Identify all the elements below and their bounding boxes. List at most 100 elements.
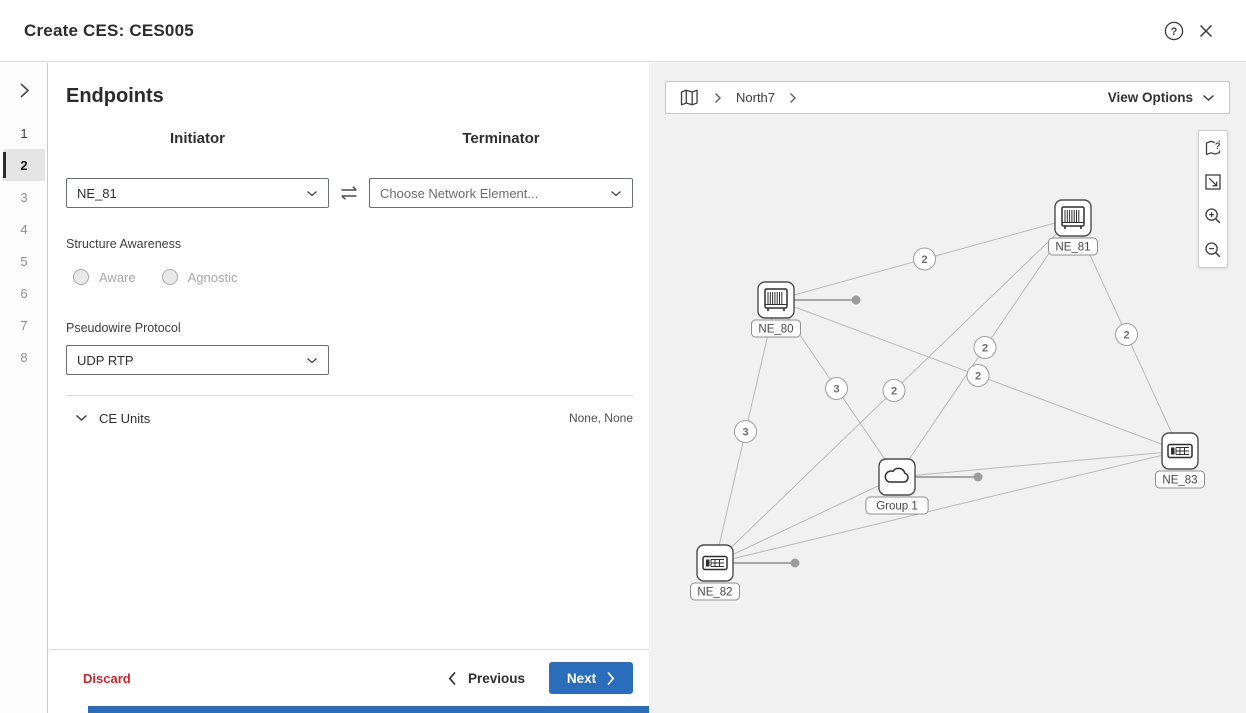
wizard-step-4[interactable]: 4: [20, 221, 28, 237]
chevron-down-icon: [307, 190, 317, 196]
initiator-label: Initiator: [170, 130, 225, 147]
edge-count-badge[interactable]: [882, 379, 906, 402]
dialog-header: Create CES: CES005 ?: [0, 0, 1246, 62]
node-label-box[interactable]: [1048, 237, 1098, 256]
zoom-out-icon: [1205, 242, 1221, 258]
section-divider: [66, 395, 633, 396]
radio-aware[interactable]: Aware: [73, 269, 136, 285]
map-root-button[interactable]: [679, 88, 700, 107]
svg-text:?: ?: [1215, 141, 1221, 152]
node-label-box[interactable]: [751, 319, 801, 338]
edge-count-badge[interactable]: [973, 336, 997, 359]
topology-node-NE_81[interactable]: NE_81: [1048, 199, 1098, 256]
page-title: Create CES: CES005: [24, 20, 194, 40]
edge-count-label: 2: [975, 371, 981, 383]
chevron-down-icon: [1202, 94, 1215, 101]
structure-awareness-label: Structure Awareness: [66, 237, 182, 251]
terminator-label: Terminator: [462, 130, 540, 147]
pseudowire-protocol-value: UDP RTP: [77, 352, 134, 368]
pseudowire-protocol-label: Pseudowire Protocol: [66, 321, 181, 335]
chevron-down-icon: [611, 190, 621, 196]
topology-node-NE_83[interactable]: NE_83: [1155, 432, 1205, 489]
close-icon: [1199, 24, 1213, 37]
wizard-step-5[interactable]: 5: [20, 253, 28, 269]
edge-count-badge[interactable]: [966, 364, 990, 387]
chevron-down-icon: [75, 414, 88, 422]
close-button[interactable]: [1190, 15, 1222, 47]
topology-edge[interactable]: [896, 450, 1181, 478]
terminator-placeholder: Choose Network Element...: [380, 185, 539, 201]
previous-label: Previous: [467, 670, 525, 686]
node-label-box[interactable]: [865, 496, 929, 515]
chevron-down-icon: [307, 357, 317, 363]
node-label: Group 1: [876, 501, 918, 513]
fit-to-screen-button[interactable]: [1199, 165, 1227, 199]
node-label-box[interactable]: [690, 582, 740, 601]
breadcrumb-item[interactable]: North7: [736, 90, 776, 105]
ce-units-label: CE Units: [99, 410, 151, 426]
wizard-step-7[interactable]: 7: [20, 317, 28, 333]
previous-button[interactable]: Previous: [448, 671, 525, 686]
node-label: NE_83: [1162, 475, 1197, 487]
edge-count-label: 2: [1123, 330, 1129, 342]
map-breadcrumb-bar: North7 View Options: [665, 81, 1230, 114]
wizard-step-rail: 1 2 3 4 5 6 7 8: [0, 63, 48, 713]
zoom-in-button[interactable]: [1199, 199, 1227, 233]
map-help-button[interactable]: ?: [1199, 131, 1227, 165]
edge-count-label: 3: [742, 427, 748, 439]
view-options-label: View Options: [1107, 90, 1193, 105]
map-icon: [680, 89, 698, 106]
map-help-icon: ?: [1205, 140, 1222, 156]
stub-endpoint-dot[interactable]: [973, 472, 983, 482]
edge-count-badge[interactable]: [913, 247, 936, 271]
ce-units-expander[interactable]: CE Units None, None: [66, 403, 633, 433]
zoom-out-button[interactable]: [1199, 233, 1227, 267]
horizontal-scrollbar-thumb[interactable]: [88, 706, 649, 713]
wizard-step-8[interactable]: 8: [20, 349, 28, 365]
rail-expand-button[interactable]: [0, 73, 48, 107]
swap-endpoints-button[interactable]: [337, 183, 361, 203]
view-options-button[interactable]: View Options: [1108, 90, 1215, 105]
map-toolbar: ?: [1198, 130, 1228, 268]
topology-edge[interactable]: [714, 476, 898, 564]
topology-node-NE_80[interactable]: NE_80: [751, 281, 801, 338]
stub-endpoint-dot[interactable]: [790, 558, 800, 568]
topology-edge[interactable]: [714, 450, 1181, 564]
topology-node-Group 1[interactable]: Group 1: [865, 458, 929, 515]
help-button[interactable]: ?: [1158, 15, 1190, 47]
wizard-step-3[interactable]: 3: [20, 189, 28, 205]
ce-units-summary: None, None: [568, 411, 633, 425]
wizard-step-2[interactable]: 2: [3, 149, 45, 181]
topology-node-NE_82[interactable]: NE_82: [690, 544, 740, 601]
edge-count-label: 3: [833, 384, 839, 396]
edge-count-label: 2: [982, 343, 988, 355]
radio-circle-icon: [73, 269, 89, 285]
pseudowire-protocol-select[interactable]: UDP RTP: [66, 345, 329, 375]
chevron-right-icon: [607, 671, 615, 685]
chevron-right-icon: [19, 82, 29, 98]
section-heading: Endpoints: [66, 85, 164, 107]
stub-endpoint-dot[interactable]: [851, 295, 861, 305]
wizard-step-6[interactable]: 6: [20, 285, 28, 301]
node-label: NE_80: [758, 324, 793, 336]
edge-count-label: 2: [891, 386, 897, 398]
discard-button[interactable]: Discard: [83, 670, 131, 686]
terminator-select[interactable]: Choose Network Element...: [369, 178, 633, 208]
next-button[interactable]: Next: [549, 662, 633, 694]
wizard-step-1[interactable]: 1: [20, 125, 28, 141]
edge-count-badge[interactable]: [734, 420, 757, 443]
edge-count-badge[interactable]: [825, 377, 848, 400]
node-label: NE_82: [697, 587, 732, 599]
svg-text:?: ?: [1171, 26, 1178, 38]
endpoints-panel: Endpoints Initiator Terminator NE_81 Cho…: [49, 63, 649, 713]
radio-circle-icon: [161, 269, 178, 285]
node-label-box[interactable]: [1155, 470, 1205, 489]
chevron-right-icon: [715, 92, 721, 103]
radio-agnostic[interactable]: Agnostic: [161, 269, 238, 285]
chevron-right-icon: [790, 92, 797, 103]
initiator-select[interactable]: NE_81: [66, 178, 329, 208]
edge-count-badge[interactable]: [1115, 323, 1138, 346]
